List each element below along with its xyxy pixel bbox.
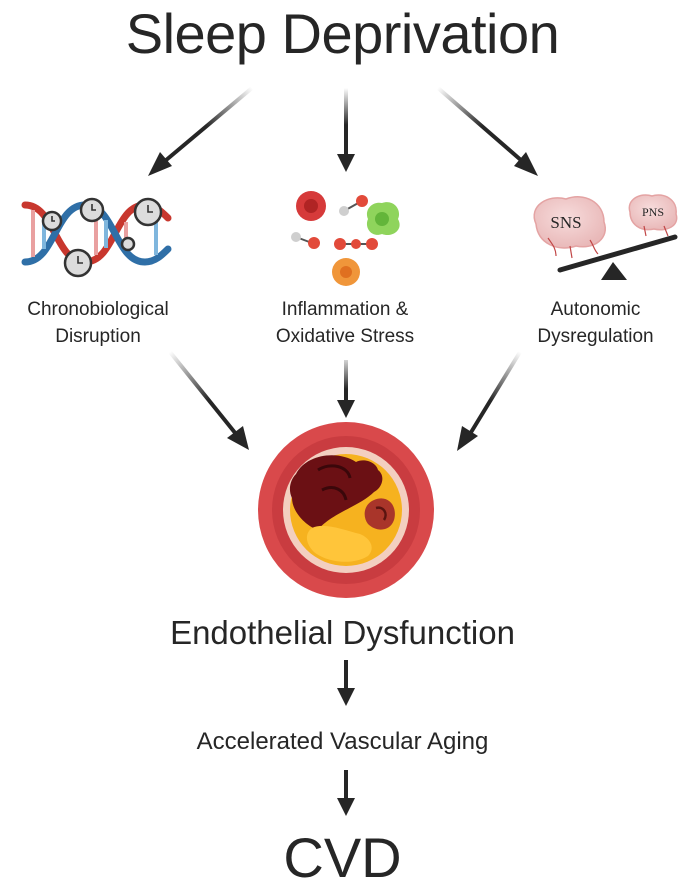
mechanism-label-line2: Oxidative Stress [275,326,415,347]
pns-label: PNS [642,205,664,219]
diagram-title: Sleep Deprivation [125,2,560,65]
vascular-aging-label: Accelerated Vascular Aging [196,728,489,755]
mechanism-inflammation: Inflammation & Oxidative Stress [238,296,452,350]
vessel-cross-section-icon [258,422,434,598]
arrow-to-autonomic [436,86,538,176]
dna-clock-icon [21,197,172,278]
mechanism-autonomic: Autonomic Dysregulation [506,296,685,350]
arrow-to-vascular-aging [337,660,355,706]
cells-molecules-icon [291,191,400,286]
arrow-to-cvd [337,770,355,816]
arrow-to-inflammation [337,88,355,172]
arrow-autonomic-to-vessel [457,350,522,451]
arrow-to-chronobiological [148,86,254,176]
outcome-label: CVD [283,826,402,889]
brain-balance-icon: SNS PNS [533,194,678,280]
sns-label: SNS [550,213,581,232]
mechanism-label-line1: Autonomic [550,299,641,320]
mechanism-chronobiological: Chronobiological Disruption [0,296,196,350]
mechanism-label-line2: Disruption [55,326,141,347]
mechanism-label-line2: Dysregulation [537,326,654,347]
mechanism-label-line1: Inflammation & [281,299,409,320]
mechanism-label-line1: Chronobiological [27,299,169,320]
arrow-chronobiological-to-vessel [168,350,249,450]
convergence-label: Endothelial Dysfunction [170,614,515,651]
arrow-inflammation-to-vessel [337,360,355,418]
